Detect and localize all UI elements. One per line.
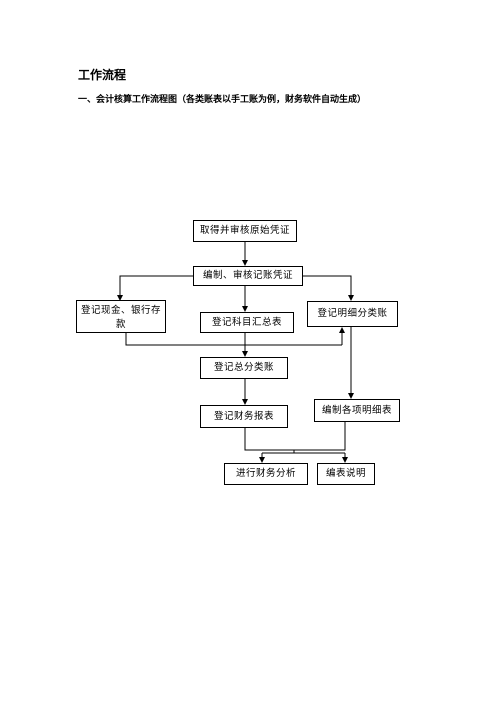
node-financial-statements: 登记财务报表 [200, 405, 288, 428]
node-notes-to-statements: 编表说明 [317, 463, 375, 485]
node-financial-analysis: 进行财务分析 [224, 463, 308, 485]
node-cash-bank-ledger: 登记现金、银行存款 [76, 300, 166, 333]
node-prepare-review-journal: 编制、审核记账凭证 [193, 266, 303, 286]
page-title: 工作流程 [78, 68, 127, 82]
edge-n7-join [244, 428, 294, 451]
edge-n8-join [294, 422, 346, 451]
node-detail-schedules: 编制各项明细表 [314, 399, 400, 422]
edge-n2-n3 [117, 275, 193, 301]
node-obtain-review-vouchers: 取得并审核原始凭证 [193, 220, 297, 242]
edge-n2-n5 [303, 275, 354, 301]
node-general-ledger: 登记总分类账 [200, 357, 288, 379]
node-subsidiary-ledger: 登记明细分类账 [307, 301, 398, 327]
edge-n3-merge [125, 333, 245, 346]
node-account-summary: 登记科目汇总表 [200, 312, 294, 333]
section-heading: 一、会计核算工作流程图（各类账表以手工账为例，财务软件自动生成） [78, 95, 367, 105]
